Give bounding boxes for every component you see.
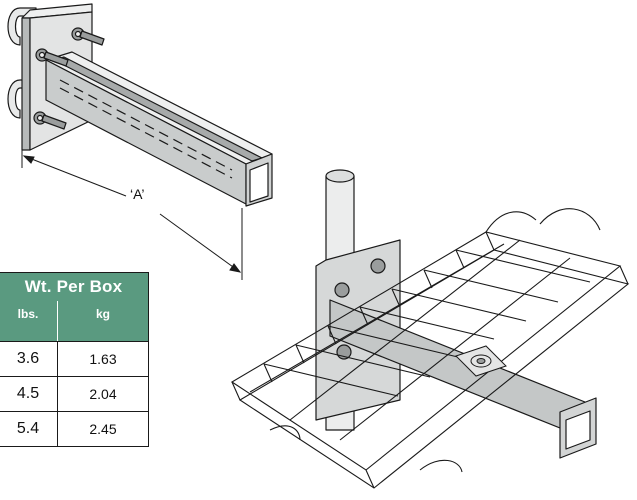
lbs-cell: 3.6 bbox=[0, 341, 58, 377]
weight-table-title: Wt. Per Box bbox=[0, 272, 149, 301]
pole-mount-assembly bbox=[315, 169, 597, 459]
dimension-a-label: ‘A’ bbox=[128, 186, 147, 202]
kg-cell: 2.04 bbox=[57, 376, 149, 412]
column-header-lbs: lbs. bbox=[0, 301, 58, 342]
kg-cell: 1.63 bbox=[57, 341, 149, 377]
table-row: 3.6 1.63 bbox=[0, 341, 149, 377]
weight-table: Wt. Per Box lbs. kg 3.6 1.63 4.5 2.04 5.… bbox=[0, 272, 149, 447]
center-washer bbox=[455, 345, 507, 377]
column-header-kg: kg bbox=[57, 301, 149, 342]
lbs-cell: 4.5 bbox=[0, 376, 58, 412]
kg-cell: 2.45 bbox=[57, 411, 149, 447]
wire-mesh-tray bbox=[230, 208, 630, 489]
cantilever-bracket bbox=[7, 3, 273, 207]
lbs-cell: 5.4 bbox=[0, 411, 58, 447]
table-row: 5.4 2.45 bbox=[0, 411, 149, 447]
dimension-line bbox=[21, 150, 243, 280]
table-row: 4.5 2.04 bbox=[0, 376, 149, 412]
